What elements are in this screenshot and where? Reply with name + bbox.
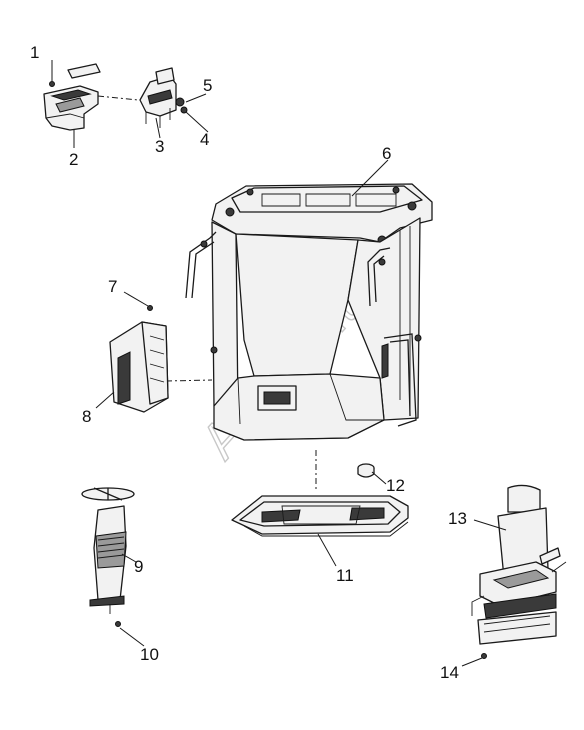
part-console [43,60,139,131]
callout-8: 8 [82,407,91,426]
callout-10: 10 [140,645,159,664]
callout-2: 2 [69,150,78,169]
callout-3: 3 [155,137,164,156]
callout-1: 1 [30,43,39,62]
part-steering-column [81,487,135,627]
callout-14: 14 [440,663,459,682]
callout-6: 6 [382,144,391,163]
callout-labels: 1 2 3 4 5 6 7 8 9 10 11 12 13 14 [30,43,467,682]
callout-7: 7 [108,277,117,296]
part-plug [357,463,375,478]
callout-5: 5 [203,76,212,95]
callout-11: 11 [336,566,354,585]
callout-9: 9 [134,557,143,576]
callout-4: 4 [200,130,209,149]
callout-13: 13 [448,509,467,528]
part-side-console [109,305,169,413]
callout-leaders [73,93,507,667]
part-bracket [139,67,188,128]
callout-12: 12 [386,476,405,495]
part-floor-mat [231,495,409,537]
part-cab [165,183,433,490]
part-seat [471,484,567,659]
